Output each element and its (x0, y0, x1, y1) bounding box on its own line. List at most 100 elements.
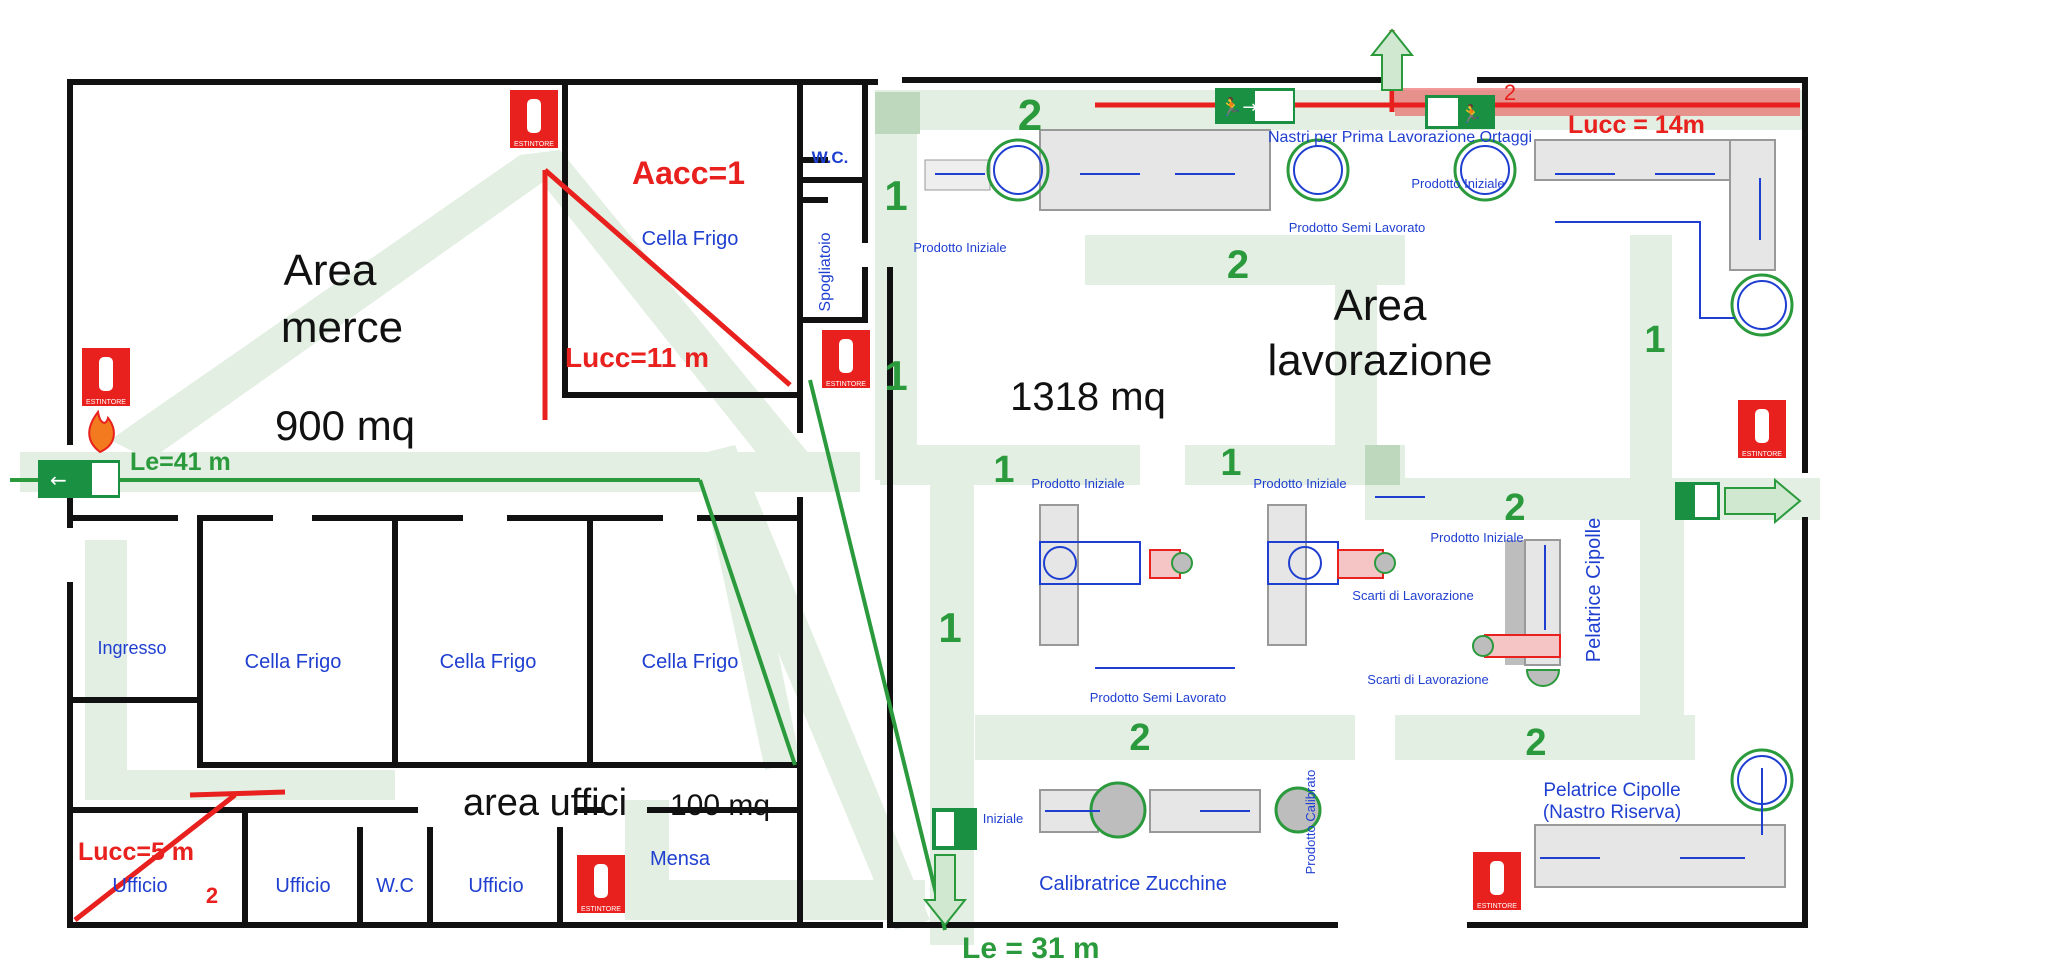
extinguisher-label: ESTINTORE (1477, 903, 1517, 910)
svg-text:🏃: 🏃 (1460, 103, 1482, 125)
machine-calibratrice (1039, 781, 1322, 839)
fire-extinguisher-icon: ESTINTORE (1738, 400, 1786, 458)
label-prodotto-iniziale-pelatrice: Prodotto Iniziale (1430, 530, 1523, 545)
emergency-exit-sign-icon: 🏃→ (1215, 88, 1295, 124)
walls (67, 77, 1808, 928)
measure-aacc: Aacc=1 (632, 155, 745, 191)
svg-text:←: ← (50, 468, 67, 492)
corridor-bottom (975, 715, 1355, 760)
corridor-mensa-vertical (625, 800, 669, 915)
path-number: 1 (1220, 442, 1241, 484)
room-ingresso: Ingresso (97, 638, 166, 658)
exit-arrow-icon (1369, 28, 1415, 91)
corridor-right-vertical (1630, 235, 1672, 480)
label-scarti-2: Scarti di Lavorazione (1367, 672, 1488, 687)
label-prodotto-calibrato: Prodotto Calibrato (1303, 770, 1318, 875)
fire-extinguisher-icon: ESTINTORE (822, 330, 870, 388)
path-numbers: 2 2 2 2 2 1 1 1 1 1 1 2 2 (206, 80, 1666, 908)
exit-arrow-icon (922, 854, 968, 927)
path-number: 1 (884, 352, 907, 399)
path-number: 1 (938, 604, 961, 651)
path-number: 1 (993, 449, 1014, 491)
label-prodotto-iniziale-mid-left: Prodotto Iniziale (1031, 476, 1124, 491)
extinguishers: ESTINTORE ESTINTORE ESTINTORE ESTINTORE … (82, 90, 1786, 913)
corridor-top-left-block (875, 92, 920, 134)
label-iniziale: Iniziale (983, 811, 1023, 826)
corridor-office-diagonal (700, 465, 800, 770)
room-cella-frigo-top: Cella Frigo (642, 228, 739, 250)
label-prodotto-iniziale-top-right: Prodotto Iniziale (1411, 176, 1504, 191)
emergency-exit-sign-icon: 🏃 (1425, 95, 1495, 129)
room-cella-frigo-3: Cella Frigo (642, 651, 739, 673)
path-number: 2 (1504, 487, 1525, 529)
room-wc-office: W.C (376, 875, 414, 897)
path-number-red: 2 (1504, 80, 1516, 105)
path-number: 2 (1018, 91, 1042, 140)
green-escape-lines (10, 379, 947, 931)
conveyor-top-left (924, 129, 1350, 211)
room-spogliatoio: Spogliatoio (817, 232, 834, 311)
emergency-exit-sign-icon (932, 808, 977, 850)
path-number: 2 (1525, 722, 1546, 764)
path-number: 2 (1227, 243, 1249, 287)
fire-extinguisher-icon: ESTINTORE (510, 90, 558, 148)
room-mensa: Mensa (650, 848, 711, 870)
corridor-diagonal-merce-left (110, 155, 560, 460)
area-lavorazione-title-2: lavorazione (1267, 336, 1492, 385)
conveyor-top-right (1453, 138, 1794, 337)
machine-pelatrice-riserva (1534, 748, 1794, 888)
svg-text:🏃→: 🏃→ (1220, 96, 1258, 118)
corridor-bottom-right (1395, 715, 1695, 760)
label-pelatrice-riserva-1: Pelatrice Cipolle (1543, 780, 1680, 801)
path-number: 1 (884, 172, 907, 219)
label-scarti-1: Scarti di Lavorazione (1352, 588, 1473, 603)
extinguisher-label: ESTINTORE (514, 141, 554, 148)
fire-flame-icon (88, 409, 115, 454)
room-ufficio-1: Ufficio (112, 875, 167, 897)
machine-middle-right (1267, 496, 1425, 646)
label-pelatrice: Pelatrice Cipolle (1583, 518, 1605, 663)
corridor-office-left (85, 540, 127, 790)
measure-labels: Le=41 m Le = 31 m Lucc=11 m Lucc = 14m L… (78, 111, 1705, 965)
room-cella-frigo-1: Cella Frigo (245, 651, 342, 673)
measure-le-41: Le=41 m (130, 448, 231, 476)
label-prodotto-iniziale-mid-right: Prodotto Iniziale (1253, 476, 1346, 491)
area-labels: Area merce 900 mq Area lavorazione 1318 … (275, 246, 1493, 824)
path-number: 2 (1129, 717, 1150, 759)
fire-extinguisher-icon: ESTINTORE (577, 855, 625, 913)
area-lavorazione-size: 1318 mq (1010, 375, 1166, 419)
room-cella-frigo-2: Cella Frigo (440, 651, 537, 673)
emergency-exit-sign-icon: ← (38, 460, 120, 498)
path-number: 1 (1644, 319, 1665, 361)
corridor-diagonal-merce-right (520, 150, 810, 470)
area-merce-size: 900 mq (275, 402, 415, 449)
fire-extinguisher-icon: ESTINTORE (82, 348, 130, 406)
measure-lucc-5: Lucc=5 m (78, 838, 194, 866)
machine-pelatrice (1472, 539, 1561, 687)
room-ufficio-2: Ufficio (275, 875, 330, 897)
extinguisher-label: ESTINTORE (581, 906, 621, 913)
area-uffici-size: 100 mq (670, 789, 770, 822)
area-uffici-title: area uffici (463, 782, 627, 824)
path-number-red: 2 (206, 883, 218, 908)
label-pelatrice-riserva-2: (Nastro Riserva) (1543, 802, 1681, 823)
measure-lucc-14: Lucc = 14m (1568, 111, 1705, 139)
label-nastri: Nastri per Prima Lavorazione Ortaggi (1268, 129, 1532, 146)
extinguisher-label: ESTINTORE (86, 399, 126, 406)
fire-extinguisher-icon: ESTINTORE (1473, 852, 1521, 910)
extinguisher-label: ESTINTORE (826, 381, 866, 388)
machine-middle-left (1039, 504, 1235, 669)
area-merce-title-1: Area (284, 246, 377, 295)
label-prodotto-iniziale-top-left: Prodotto Iniziale (913, 240, 1006, 255)
room-wc: W.C. (812, 148, 849, 167)
machines (924, 129, 1794, 888)
machine-labels: Nastri per Prima Lavorazione Ortaggi Pro… (913, 129, 1681, 895)
corridor-mid-horizontal (880, 445, 1140, 485)
area-lavorazione-title-1: Area (1334, 281, 1427, 330)
area-merce-title-2: merce (281, 303, 403, 352)
corridor-vertical-2 (1335, 240, 1377, 485)
corridor-diag-junction (1365, 445, 1400, 485)
label-prodotto-semi-lavorato-top: Prodotto Semi Lavorato (1289, 220, 1426, 235)
label-calibratrice: Calibratrice Zucchine (1039, 873, 1227, 895)
